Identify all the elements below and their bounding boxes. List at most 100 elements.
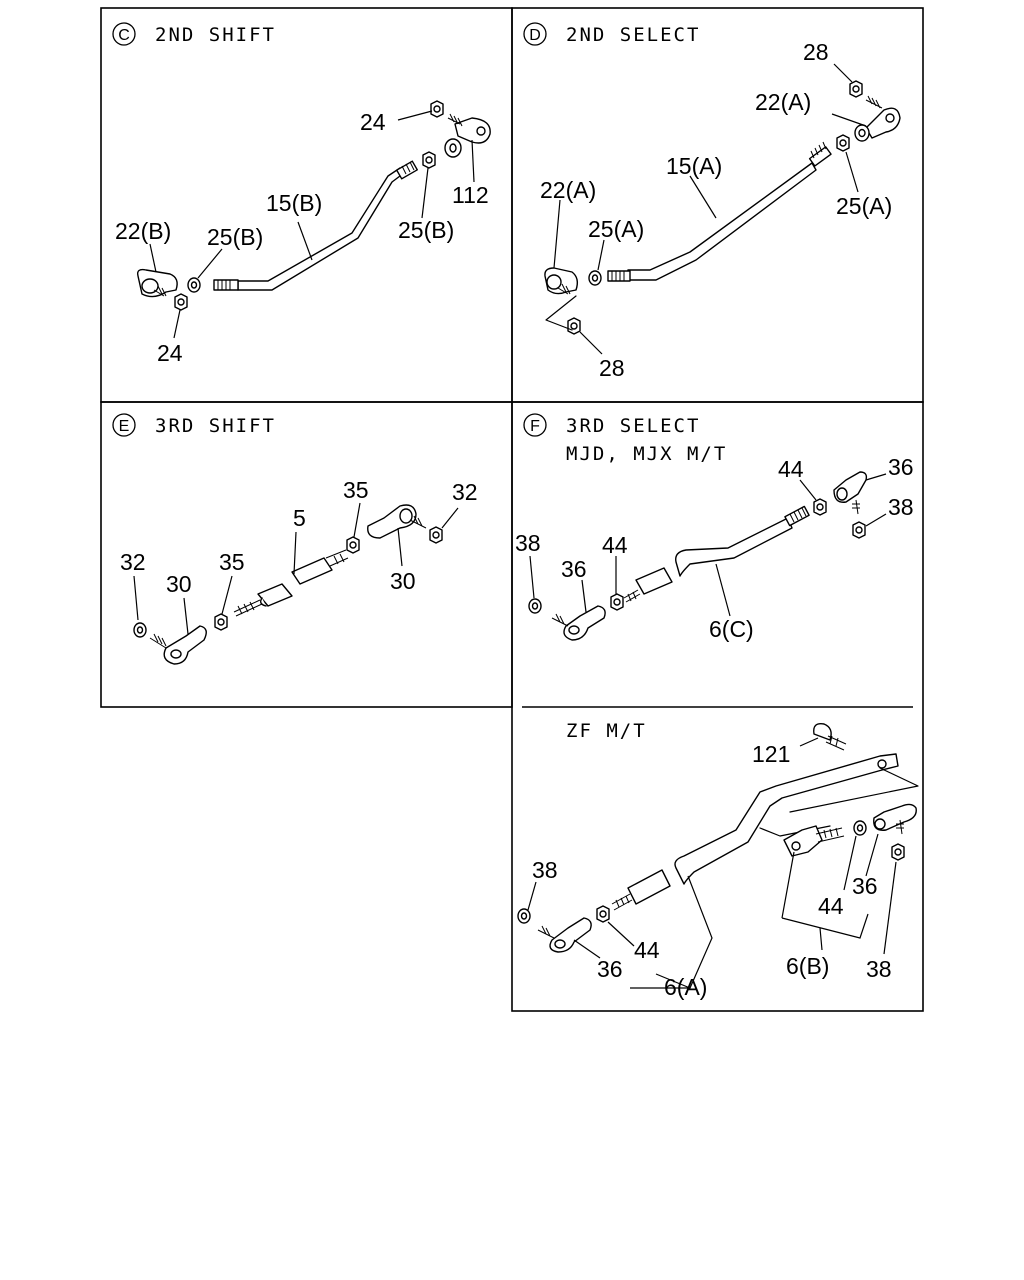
leader-c-22b bbox=[149, 243, 157, 273]
leader-zf-6a bbox=[630, 875, 713, 989]
thread-15a-right bbox=[808, 141, 832, 167]
label-e-35-right: 35 bbox=[343, 477, 369, 503]
leader-d-22a-l bbox=[553, 199, 561, 269]
panel-c-letter-circle bbox=[112, 22, 136, 46]
zigzag-connector-d bbox=[545, 295, 577, 331]
ball-joint-36-zf-left bbox=[537, 917, 592, 953]
label-d-15a: 15(A) bbox=[666, 153, 722, 179]
leader-e-30r bbox=[397, 527, 403, 567]
bolt-121 bbox=[813, 723, 847, 751]
leader-zf-121 bbox=[799, 737, 819, 747]
rod-6c bbox=[675, 517, 793, 577]
washer-25a-left bbox=[588, 270, 602, 286]
leader-c-24a bbox=[397, 110, 433, 121]
label-f-38-left: 38 bbox=[515, 530, 541, 556]
leader-f-44r bbox=[799, 479, 817, 501]
label-e-32-right: 32 bbox=[452, 479, 478, 505]
panel-f-subtitle: MJD, MJX M/T bbox=[566, 443, 727, 465]
panel-d: D 2ND SELECT bbox=[523, 22, 901, 381]
label-f-36-left: 36 bbox=[561, 556, 587, 582]
leader-zf-36l bbox=[573, 939, 601, 959]
ball-joint-36-zf-right bbox=[873, 803, 917, 835]
panel-c: C 2ND SHIFT bbox=[112, 22, 491, 366]
label-d-22a-right: 22(A) bbox=[755, 89, 811, 115]
leader-f-36r bbox=[865, 473, 887, 481]
sleeve-6a bbox=[627, 869, 671, 905]
stud-5 bbox=[233, 549, 349, 617]
ball-joint-22b bbox=[136, 268, 178, 298]
label-c-25b-left: 25(B) bbox=[207, 224, 263, 250]
ball-joint-36-left bbox=[551, 605, 606, 641]
leader-zf-44l bbox=[607, 921, 635, 947]
nut-24-bottom bbox=[174, 293, 188, 311]
leader-f-38l bbox=[529, 555, 535, 599]
leader-e-32l bbox=[133, 575, 139, 621]
label-e-30-right: 30 bbox=[390, 568, 416, 594]
nut-32-right bbox=[429, 526, 443, 544]
panel-f-frame bbox=[511, 401, 924, 1012]
leader-e-35l bbox=[221, 575, 233, 615]
panel-f-title: 3RD SELECT bbox=[566, 415, 700, 437]
thread-6c-right bbox=[784, 505, 810, 527]
nut-44-right bbox=[813, 498, 827, 516]
panel-d-letter-circle bbox=[523, 22, 547, 46]
leader-d-25a-r bbox=[845, 151, 859, 193]
label-zf-121: 121 bbox=[752, 741, 790, 767]
panel-e-frame bbox=[100, 401, 513, 708]
label-zf-44-right: 44 bbox=[818, 893, 844, 919]
leader-c-24b bbox=[173, 309, 181, 339]
label-zf-44-left: 44 bbox=[634, 937, 660, 963]
panel-c-letter: C bbox=[118, 27, 130, 44]
label-d-22a-left: 22(A) bbox=[540, 177, 596, 203]
label-d-25a-left: 25(A) bbox=[588, 216, 644, 242]
nut-44-left bbox=[610, 593, 624, 611]
nut-38-zf-right bbox=[891, 843, 905, 861]
ball-joint-22a-left bbox=[544, 267, 579, 295]
washer-38-left bbox=[528, 598, 542, 614]
panel-d-header: D 2ND SELECT bbox=[523, 22, 700, 46]
leader-e-32r bbox=[441, 507, 459, 529]
panel-e-header: E 3RD SHIFT bbox=[112, 413, 274, 437]
leader-c-25b-l bbox=[197, 248, 223, 279]
label-zf-38-left: 38 bbox=[532, 857, 558, 883]
leader-e-30l bbox=[183, 597, 189, 635]
nut-35-left bbox=[214, 613, 228, 631]
panel-e-letter: E bbox=[119, 418, 130, 435]
panel-zf-title: ZF M/T bbox=[566, 720, 647, 742]
leader-zf-44r bbox=[843, 835, 857, 891]
label-f-44-right: 44 bbox=[778, 456, 804, 482]
label-f-38-right: 38 bbox=[888, 494, 914, 520]
leader-c-112 bbox=[471, 139, 475, 183]
panel-zf: ZF M/T bbox=[517, 720, 919, 1000]
nut-28-top bbox=[849, 80, 863, 98]
panel-f-letter: F bbox=[530, 418, 540, 435]
panel-c-header: C 2ND SHIFT bbox=[112, 22, 274, 46]
label-f-6c: 6(C) bbox=[709, 616, 754, 642]
label-d-25a-right: 25(A) bbox=[836, 193, 892, 219]
leader-d-28b bbox=[579, 331, 603, 355]
nut-28-bottom bbox=[567, 317, 581, 335]
label-e-5: 5 bbox=[293, 505, 306, 531]
ball-joint-30-right bbox=[367, 504, 427, 539]
label-c-22b: 22(B) bbox=[115, 218, 171, 244]
nut-24-top bbox=[430, 100, 444, 118]
leader-e-5 bbox=[293, 531, 297, 575]
label-zf-6a: 6(A) bbox=[664, 974, 707, 1000]
rod-6a bbox=[674, 753, 899, 885]
label-e-30-left: 30 bbox=[166, 571, 192, 597]
label-d-28-bottom: 28 bbox=[599, 355, 625, 381]
leader-f-38r bbox=[865, 513, 887, 527]
leader-d-28a bbox=[833, 63, 853, 83]
leader-zf-36r bbox=[865, 833, 879, 877]
leader-d-22a-r bbox=[831, 113, 867, 127]
leader-c-25b-r bbox=[421, 167, 429, 219]
panel-e-letter-circle bbox=[112, 413, 136, 437]
panel-e: E 3RD SHIFT bbox=[112, 413, 478, 665]
nut-25b-right bbox=[422, 151, 436, 169]
label-zf-36-right: 36 bbox=[852, 873, 878, 899]
ball-joint-22a-right bbox=[854, 95, 901, 142]
label-f-44-left: 44 bbox=[602, 532, 628, 558]
panel-d-title: 2ND SELECT bbox=[566, 24, 700, 46]
nut-44-zf-left bbox=[596, 905, 610, 923]
